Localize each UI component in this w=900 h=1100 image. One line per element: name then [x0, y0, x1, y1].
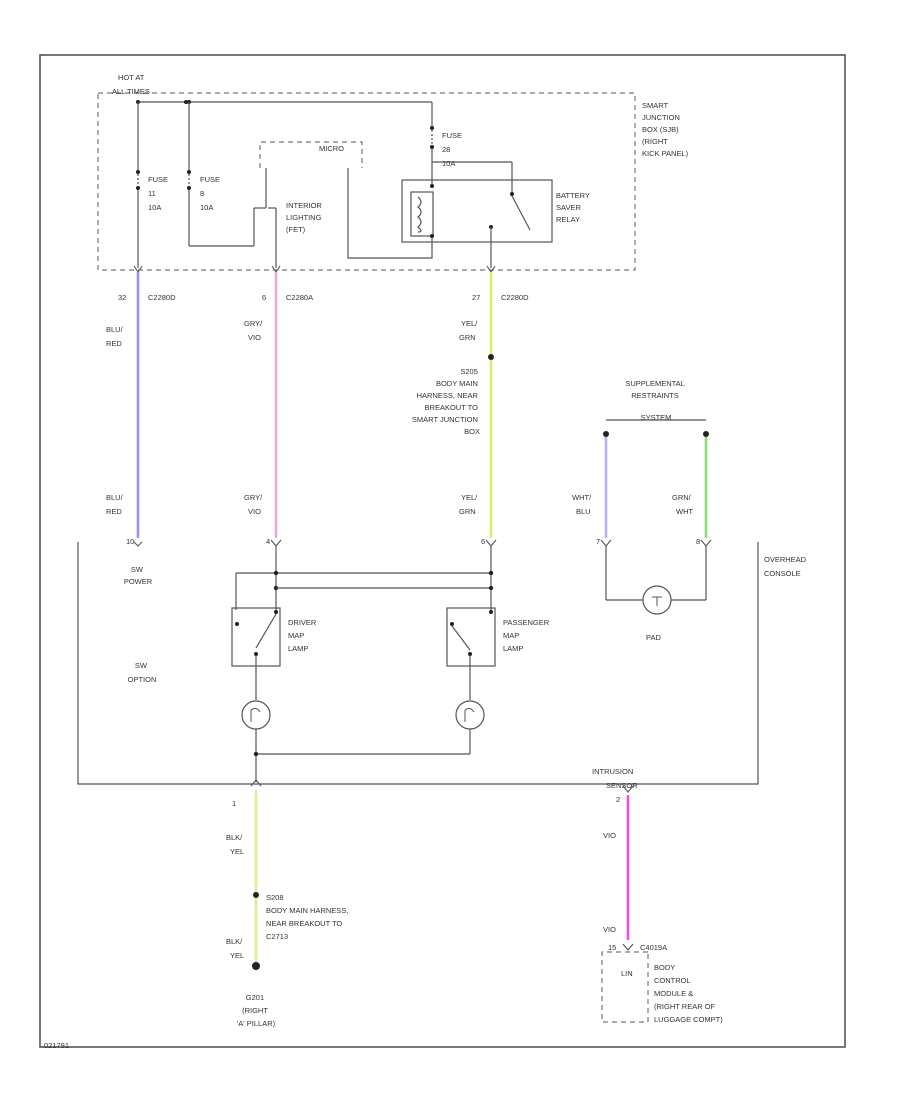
pin-8: 8 — [696, 537, 700, 546]
fuse-28 — [430, 102, 513, 192]
wire-vio-bot-label: VIO — [603, 925, 616, 934]
overhead-connector-markers — [133, 539, 712, 547]
wire-wht-blu-label: WHT/ BLU — [572, 493, 593, 516]
bcm-label: BODY CONTROL MODULE & (RIGHT REAR OF LUG… — [654, 963, 723, 1024]
conn-left-pin: 32 — [118, 293, 126, 302]
lamp-ground-wiring — [253, 729, 471, 782]
passenger-map-lamp-switch — [446, 607, 496, 700]
overhead-console-outline — [77, 542, 759, 785]
srs-pin-left — [603, 431, 609, 437]
wire-blu-red-top-label: BLU/ RED — [106, 325, 125, 348]
micro-label: MICRO — [319, 144, 344, 153]
ground-connector-marker — [250, 779, 262, 787]
hot-bus — [136, 100, 432, 104]
micro-to-relay — [347, 168, 433, 259]
wire-grn-wht-label: GRN/ WHT — [672, 493, 693, 516]
pin-4: 4 — [266, 537, 270, 546]
pad-label: PAD — [646, 633, 661, 642]
bcm-inner-label: LIN — [621, 969, 633, 978]
driver-map-lamp-switch — [231, 607, 281, 700]
bcm-connector-marker — [622, 943, 634, 951]
wire-blk-yel-bot-label: BLK/ YEL — [226, 937, 244, 960]
conn-right-id: C2280D — [501, 293, 529, 302]
fuse-11-label: FUSE 11 10A — [148, 175, 170, 212]
sw-power-label: SW POWER — [124, 565, 153, 586]
overhead-console-label: OVERHEAD CONSOLE — [764, 555, 808, 578]
fuse-11 — [136, 102, 140, 268]
c4019-pin: 15 — [608, 943, 616, 952]
fuse-8 — [187, 102, 277, 268]
pin-1-label: 1 — [232, 799, 236, 808]
s208-label: S208 BODY MAIN HARNESS, NEAR BREAKOUT TO… — [266, 893, 350, 941]
battery-saver-relay — [401, 179, 553, 268]
intrusion-connector-marker — [622, 785, 634, 793]
wire-blu-red-bot-label: BLU/ RED — [106, 493, 125, 516]
sjb-label: SMART JUNCTION BOX (SJB) (RIGHT KICK PAN… — [642, 101, 689, 158]
diagram-border — [39, 54, 846, 1048]
conn-left-id: C2280D — [148, 293, 176, 302]
passenger-map-bulb — [455, 700, 485, 730]
s205-label: S205 BODY MAIN HARNESS, NEAR BREAKOUT TO… — [412, 367, 480, 436]
bcm-outline — [601, 951, 649, 1023]
driver-map-label: DRIVER MAP LAMP — [288, 618, 318, 653]
sw-option-label: SW OPTION — [128, 661, 157, 684]
driver-map-bulb — [241, 700, 271, 730]
g201-label: G201 (RIGHT 'A' PILLAR) — [237, 993, 276, 1028]
pin-7: 7 — [596, 537, 600, 546]
hot-at-label: HOT AT ALL TIMES — [112, 73, 150, 96]
conn-right-pin: 27 — [472, 293, 480, 302]
wire-gry-vio-bot-label: GRY/ VIO — [244, 493, 264, 516]
sjb-outline — [97, 92, 636, 271]
fuse-28-label: FUSE 28 10A — [442, 131, 464, 168]
splice-s208 — [253, 892, 259, 898]
c4019-id: C4019A — [640, 943, 667, 952]
wire-vio-top-label: VIO — [603, 831, 616, 840]
battery-saver-label: BATTERY SAVER RELAY — [556, 191, 592, 224]
footer-id: 021791 — [44, 1041, 69, 1050]
wire-blk-yel-top-label: BLK/ YEL — [226, 833, 244, 856]
sjb-connector-markers — [133, 265, 496, 273]
micro-outline — [259, 141, 363, 168]
pad-lamp — [605, 546, 707, 615]
interior-lighting-label: INTERIOR LIGHTING (FET) — [286, 201, 324, 234]
splice-s205 — [488, 354, 494, 360]
pin-10: 10 — [126, 537, 134, 546]
intrusion-sensor-label: INTRUSION SENSOR — [592, 767, 638, 790]
wire-yel-grn-bot-label: YEL/ GRN — [459, 493, 479, 516]
pin-2-label: 2 — [616, 795, 620, 804]
console-internal-wiring — [235, 546, 494, 612]
wire-yel-grn-top-label: YEL/ GRN — [459, 319, 479, 342]
conn-mid-id: C2280A — [286, 293, 313, 302]
srs-label: SUPPLEMENTAL RESTRAINTS SYSTEM — [625, 379, 686, 422]
ground-g201 — [252, 962, 260, 970]
srs-pin-right — [703, 431, 709, 437]
passenger-map-label: PASSENGER MAP LAMP — [503, 618, 551, 653]
pin-6: 6 — [481, 537, 485, 546]
conn-mid-pin: 6 — [262, 293, 266, 302]
fuse-8-label: FUSE 8 10A — [200, 175, 222, 212]
wire-gry-vio-top-label: GRY/ VIO — [244, 319, 264, 342]
